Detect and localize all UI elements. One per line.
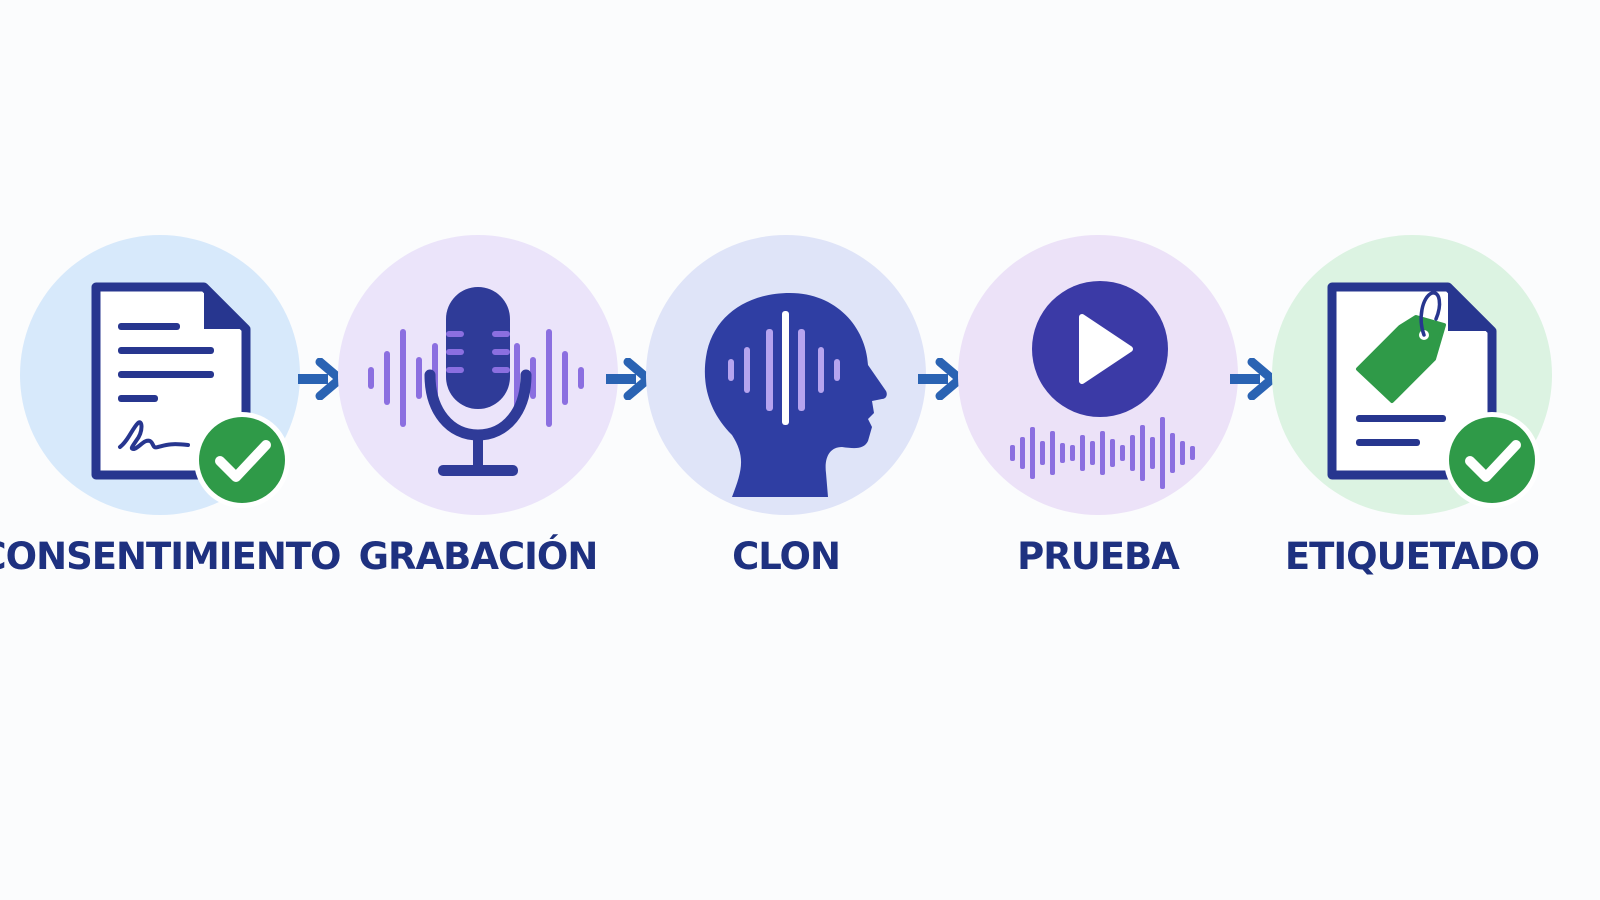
step-clone-circle [646,235,926,515]
step-test: PRUEBA [948,235,1248,595]
step-labeling-circle [1272,235,1552,515]
step-labeling-label: ETIQUETADO [1284,535,1540,578]
tagged-document-check-icon [1327,282,1540,508]
step-consent-label: CONSENTIMIENTO [0,535,342,578]
step-clone: CLON [636,235,936,595]
step-consent: CONSENTIMIENTO [0,235,342,595]
step-recording-label: GRABACIÓN [358,535,599,578]
step-test-circle [958,235,1238,515]
play-waveform-icon [1010,281,1195,489]
step-consent-circle [20,235,300,515]
microphone-waveform-icon [368,287,584,476]
step-recording-circle [338,235,618,515]
step-test-label: PRUEBA [1017,535,1180,578]
step-recording: GRABACIÓN [328,235,628,595]
step-labeling: ETIQUETADO [1262,235,1562,595]
signed-document-check-icon [91,282,290,508]
step-clone-label: CLON [732,535,841,578]
head-waveform-icon [704,293,887,497]
